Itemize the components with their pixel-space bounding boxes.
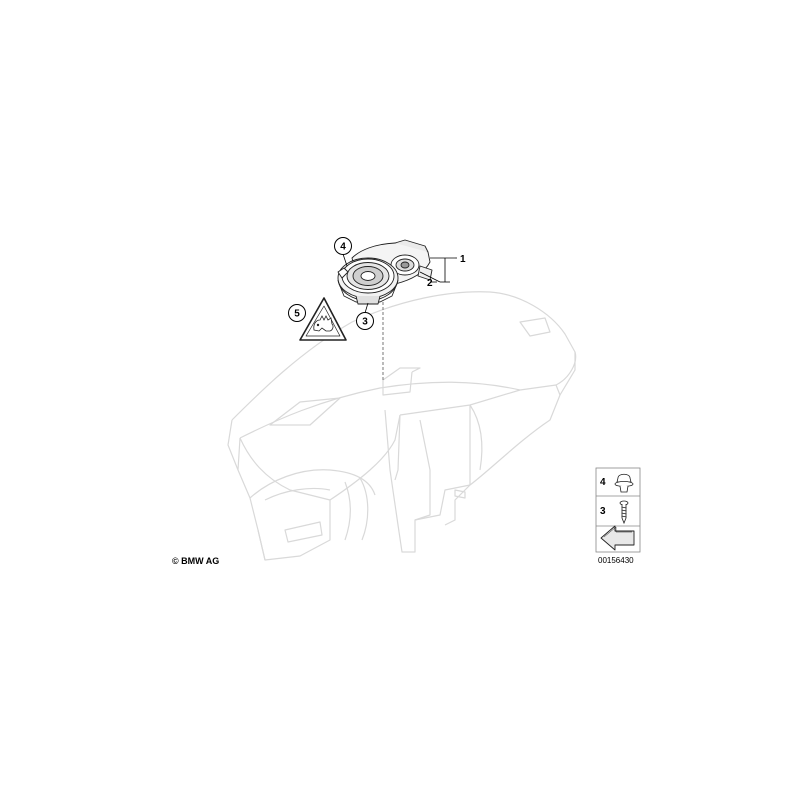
installation-arrow-icon — [600, 525, 635, 551]
warning-label-triangle — [299, 297, 347, 341]
callout-5: 5 — [288, 304, 306, 322]
push-rivet-icon — [614, 473, 634, 493]
callout-2: 2 — [427, 278, 433, 289]
diagram-number: 00156430 — [598, 556, 634, 565]
svg-text:3: 3 — [362, 317, 368, 328]
parts-legend: 4 3 — [595, 467, 641, 553]
legend-label-4: 4 — [600, 477, 606, 488]
screw-icon — [619, 500, 629, 525]
callout-4: 4 — [334, 237, 352, 255]
svg-text:4: 4 — [340, 242, 346, 253]
dashboard-outline — [227, 291, 577, 561]
callout-1: 1 — [460, 254, 466, 265]
callout-leaders — [342, 253, 457, 314]
copyright-label: © BMW AG — [172, 556, 220, 566]
speaker-assembly — [337, 239, 433, 305]
legend-label-3: 3 — [600, 506, 606, 517]
hand-warning-icon — [313, 315, 334, 332]
callout-3: 3 — [356, 312, 374, 330]
svg-text:5: 5 — [294, 309, 300, 320]
